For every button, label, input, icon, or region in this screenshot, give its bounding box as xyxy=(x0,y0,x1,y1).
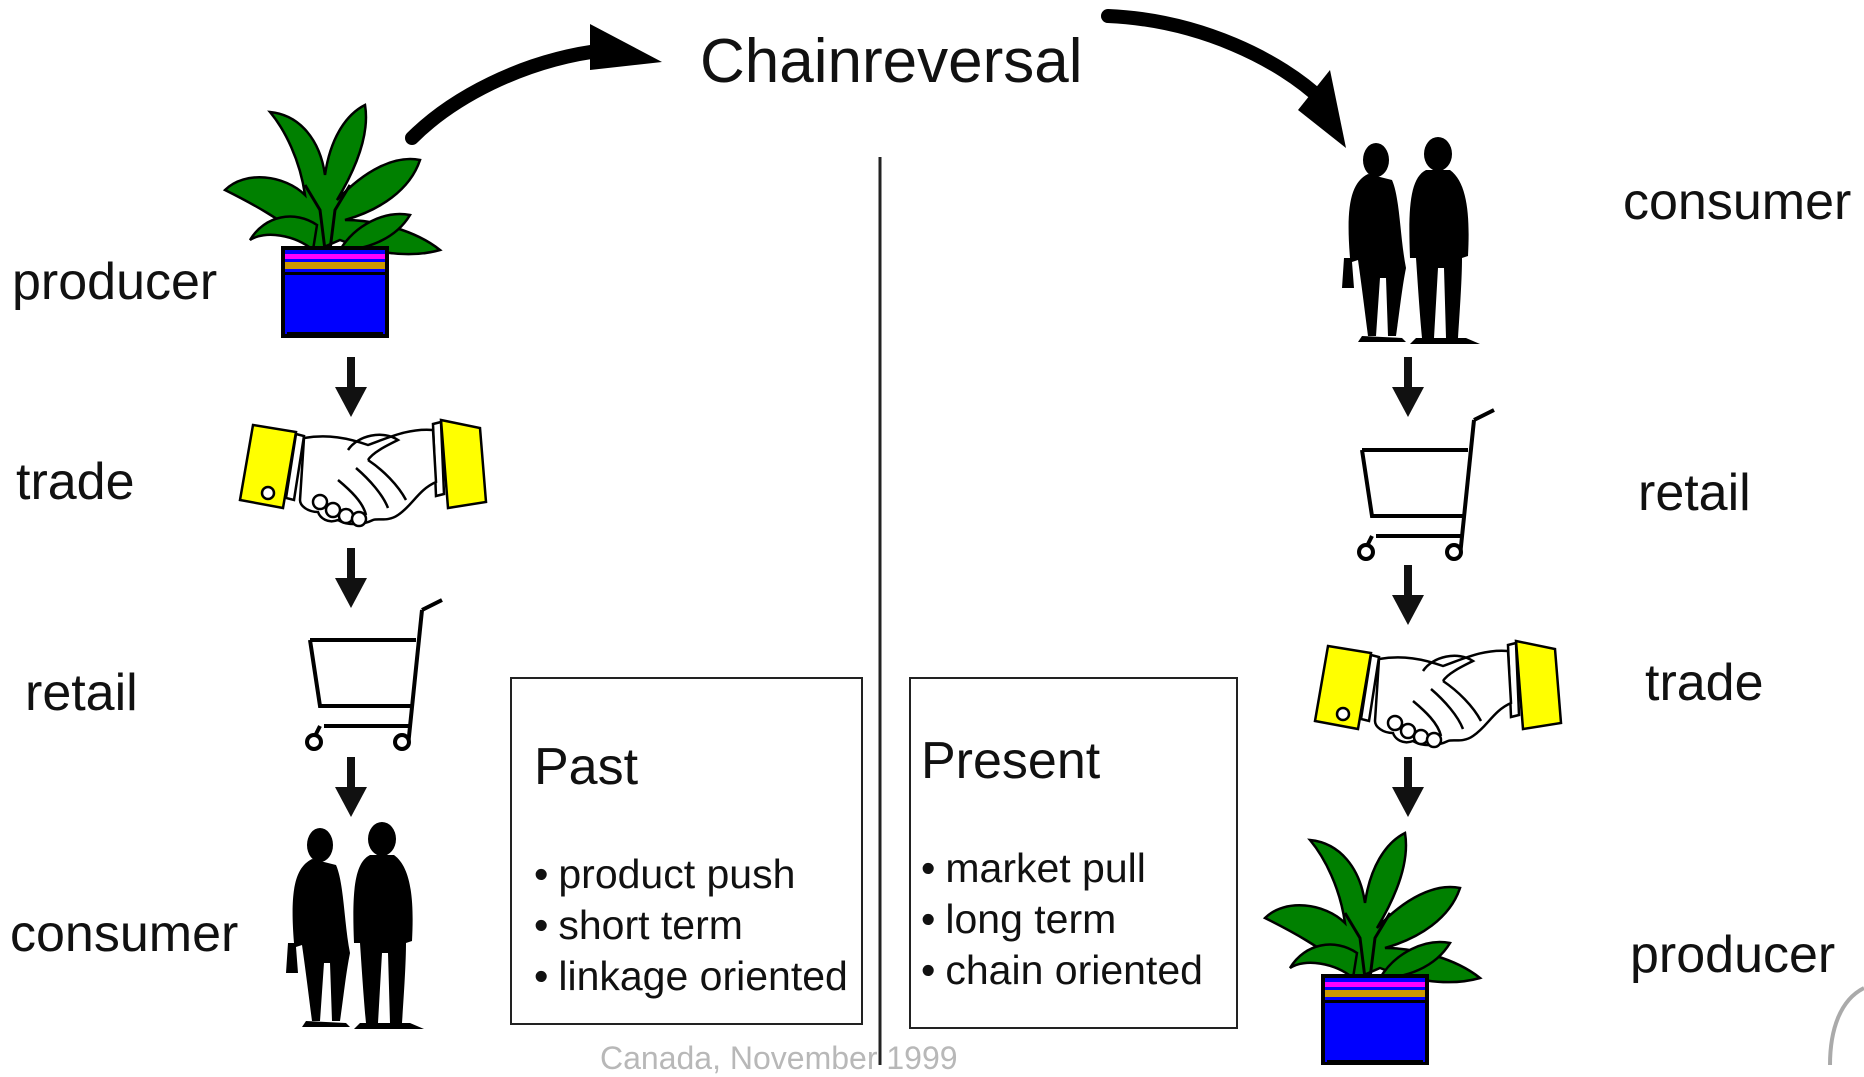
past-item: product push xyxy=(534,849,848,900)
right-label-retail: retail xyxy=(1638,464,1751,522)
right-arrow-2 xyxy=(1392,565,1424,625)
right-consumer-people-icon xyxy=(1342,137,1480,344)
present-box-list: market pull long term chain oriented xyxy=(921,843,1203,996)
past-item: linkage oriented xyxy=(534,951,847,1002)
left-label-trade: trade xyxy=(16,453,135,511)
footer-text: Canada, November 1999 xyxy=(600,1040,958,1076)
present-box-title: Present xyxy=(921,732,1101,790)
right-label-consumer: consumer xyxy=(1623,173,1852,231)
right-arrow-3 xyxy=(1392,757,1424,817)
diagram-title: Chainreversal xyxy=(700,27,1083,96)
present-item: market pull xyxy=(921,843,1203,894)
left-label-producer: producer xyxy=(12,253,218,311)
left-trade-handshake-icon xyxy=(238,418,488,528)
right-trade-handshake-icon xyxy=(1313,639,1563,749)
left-label-consumer: consumer xyxy=(10,905,239,963)
right-label-trade: trade xyxy=(1645,654,1764,712)
left-label-retail: retail xyxy=(25,664,138,722)
present-item: long term xyxy=(921,894,1203,945)
right-label-producer: producer xyxy=(1630,926,1836,984)
present-box: Present market pull long term chain orie… xyxy=(909,677,1238,1029)
left-retail-cart-icon xyxy=(305,598,444,751)
past-box-list: product push short term linkage oriented xyxy=(534,849,848,1002)
left-arrow-1 xyxy=(335,357,367,417)
right-arrow-1 xyxy=(1392,357,1424,417)
present-item: chain oriented xyxy=(921,945,1203,996)
past-box-title: Past xyxy=(534,738,639,796)
left-consumer-people-icon xyxy=(286,822,424,1029)
right-producer-plant-icon xyxy=(1263,831,1482,1065)
past-box: Past product push short term linkage ori… xyxy=(510,677,863,1025)
left-arrow-2 xyxy=(335,548,367,608)
right-retail-cart-icon xyxy=(1357,408,1496,561)
past-item: short term xyxy=(534,900,848,951)
left-arrow-3 xyxy=(335,757,367,817)
